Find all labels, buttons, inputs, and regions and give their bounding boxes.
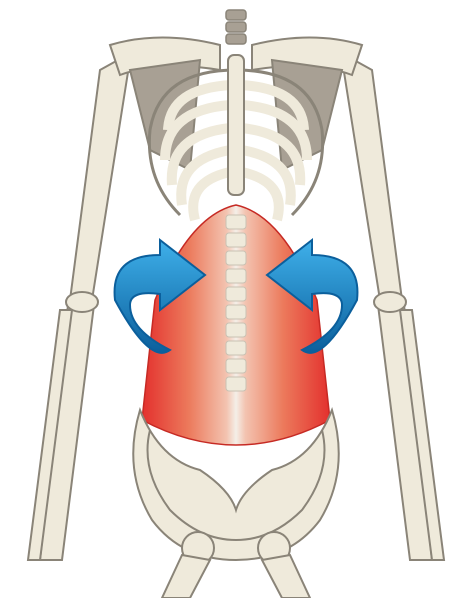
right-arm xyxy=(344,60,444,560)
sternum xyxy=(228,55,244,195)
cervical-spine xyxy=(226,10,246,44)
left-arm xyxy=(28,60,128,560)
